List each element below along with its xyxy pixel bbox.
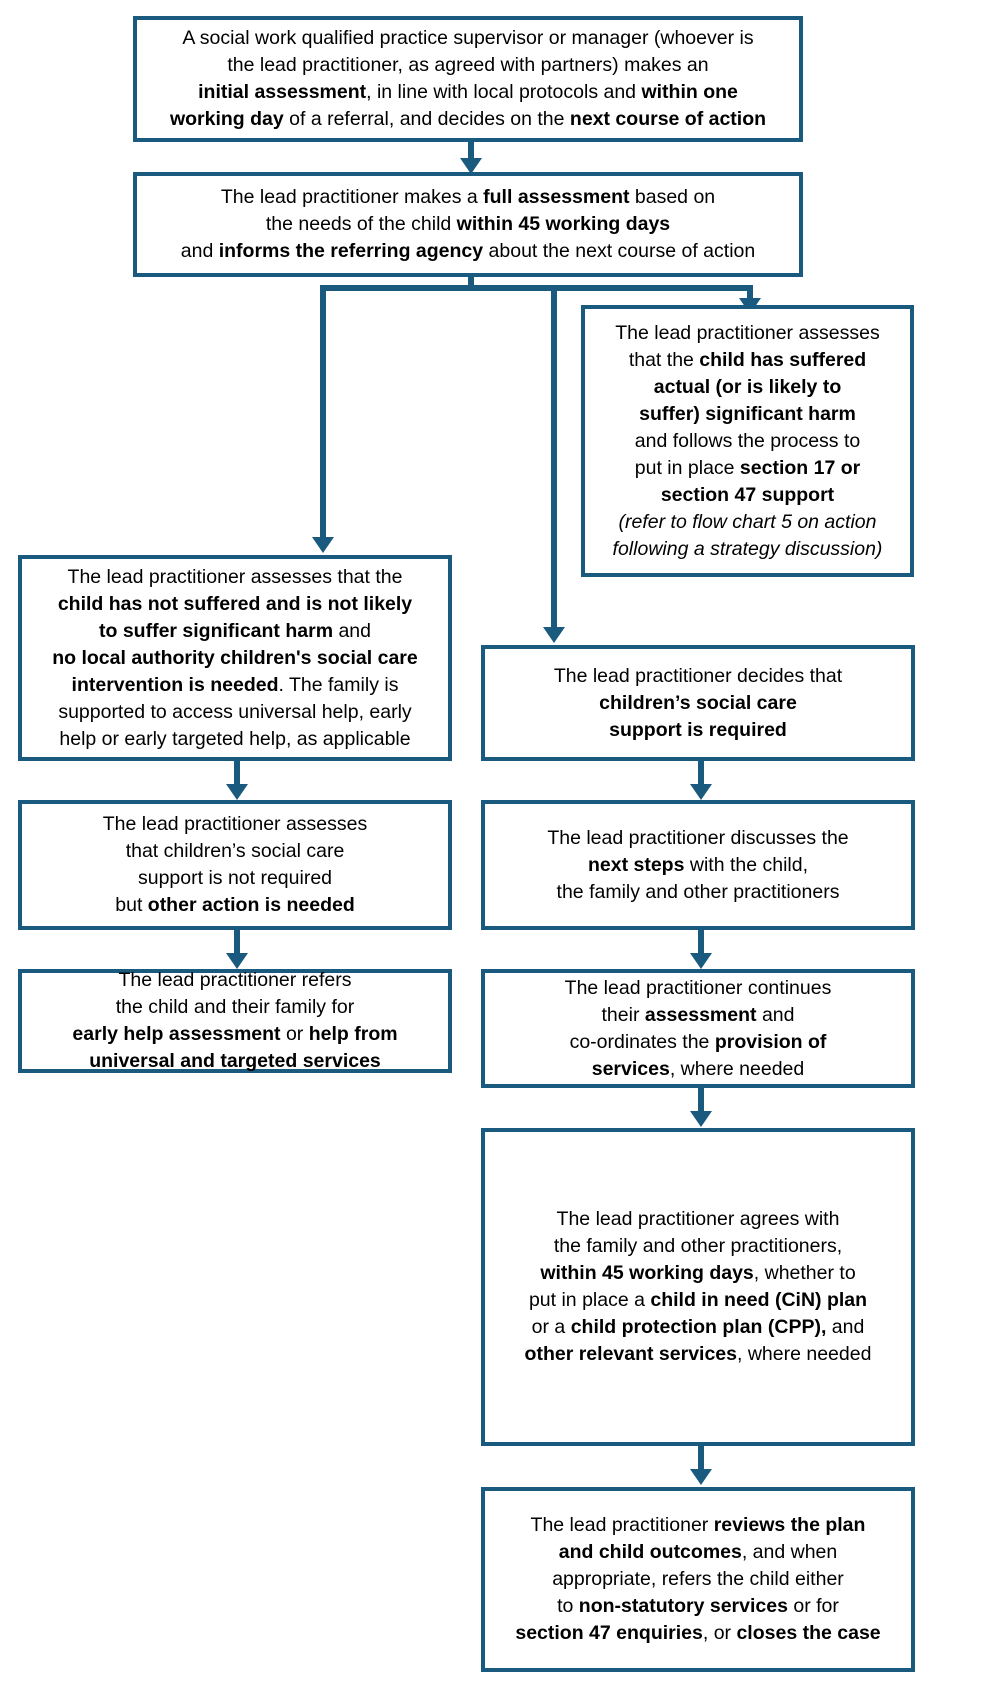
connector-n2-stem bbox=[468, 275, 474, 289]
node-full-assessment-text: The lead practitioner makes a full asses… bbox=[180, 186, 756, 262]
connector-n10-to-n11-line bbox=[698, 1444, 704, 1472]
connector-n1-to-n2-arrow bbox=[460, 158, 482, 174]
connector-n2-to-n5-arrow bbox=[543, 627, 565, 643]
connector-n9-to-n10-arrow bbox=[690, 1111, 712, 1127]
node-initial-assessment[interactable]: A social work qualified practice supervi… bbox=[133, 16, 803, 142]
connector-n5-to-n7-line bbox=[698, 759, 704, 787]
connector-n2-to-n3-line bbox=[747, 285, 753, 301]
connector-n2-to-n4-line bbox=[320, 285, 326, 539]
connector-n2-to-n4-arrow bbox=[312, 537, 334, 553]
node-initial-assessment-text: A social work qualified practice supervi… bbox=[169, 27, 767, 130]
node-full-assessment[interactable]: The lead practitioner makes a full asses… bbox=[133, 172, 803, 277]
connector-n2-bus bbox=[320, 285, 750, 291]
connector-n5-to-n7-arrow bbox=[690, 784, 712, 800]
connector-n4-to-n6-line bbox=[234, 759, 240, 787]
connector-n6-to-n8-arrow bbox=[226, 953, 248, 969]
connector-n9-to-n10-line bbox=[698, 1086, 704, 1114]
connector-n1-to-n2-line bbox=[468, 140, 474, 164]
connector-n4-to-n6-arrow bbox=[226, 784, 248, 800]
connector-n7-to-n9-line bbox=[698, 928, 704, 956]
connector-n10-to-n11-arrow bbox=[690, 1469, 712, 1485]
connector-n2-to-n5-line bbox=[551, 285, 557, 629]
connector-n7-to-n9-arrow bbox=[690, 953, 712, 969]
connector-n6-to-n8-line bbox=[234, 928, 240, 956]
